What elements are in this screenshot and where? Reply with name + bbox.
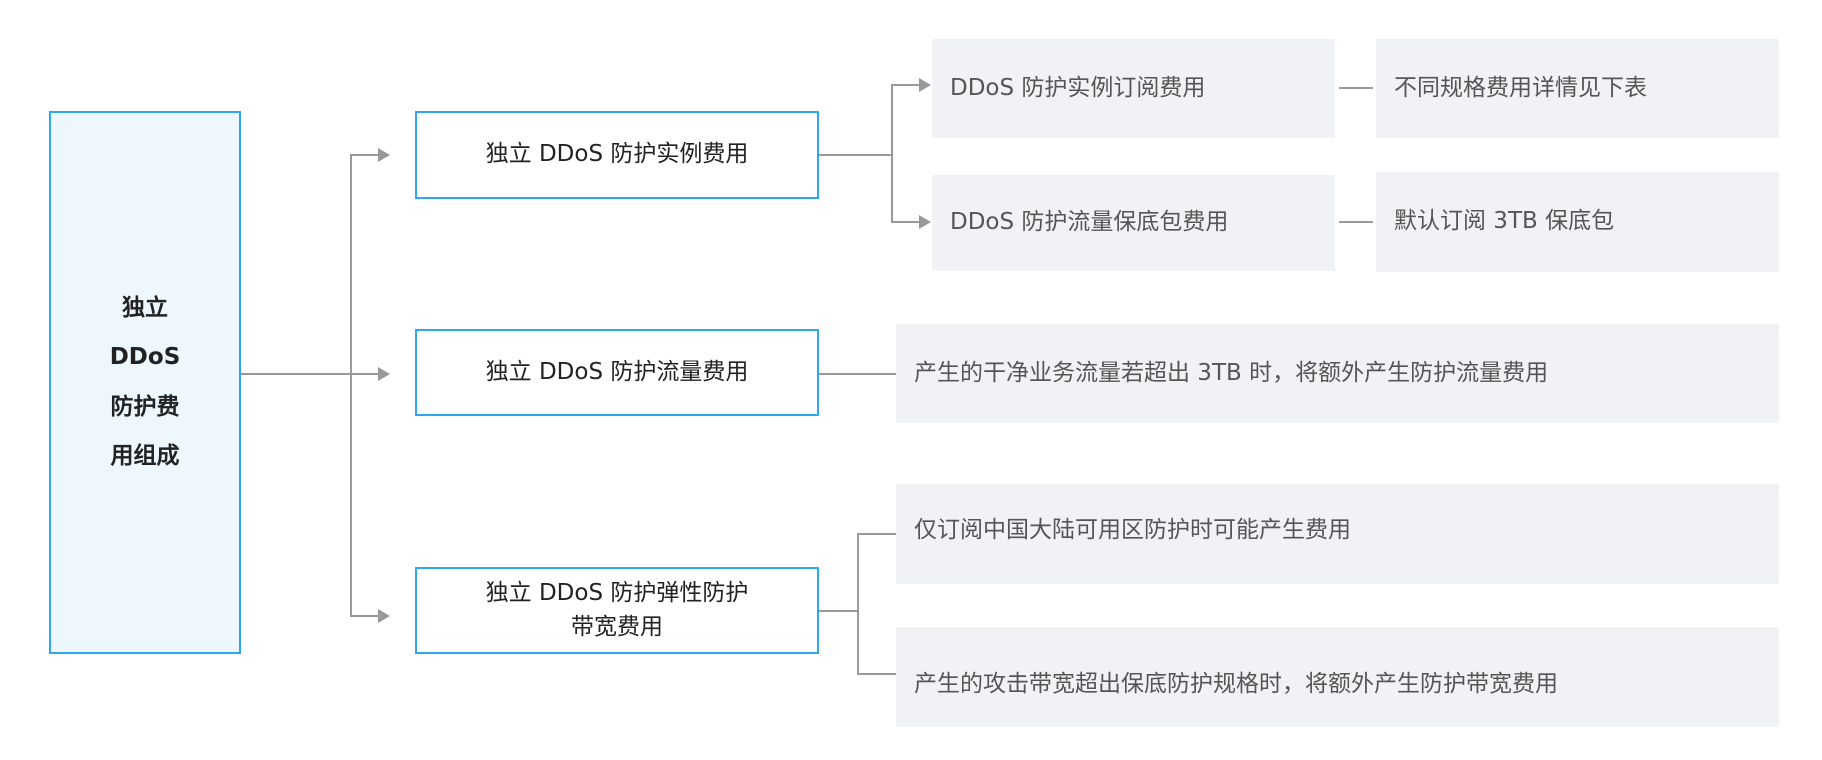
connector bbox=[891, 84, 921, 86]
connector bbox=[819, 610, 859, 612]
node-label: DDoS 防护流量保底包费用 bbox=[950, 209, 1229, 236]
node-label-line1: 独立 DDoS 防护弹性防护 bbox=[485, 580, 749, 607]
node-label: 独立 DDoS 防护流量费用 bbox=[485, 358, 749, 385]
connector bbox=[891, 221, 921, 223]
bandwidth-note-region: 仅订阅中国大陆可用区防护时可能产生费用 bbox=[896, 484, 1779, 584]
connector bbox=[1339, 221, 1373, 223]
connector-trunk bbox=[350, 155, 352, 617]
node-instance-fee: 独立 DDoS 防护实例费用 bbox=[415, 111, 819, 199]
traffic-package-note: 默认订阅 3TB 保底包 bbox=[1376, 172, 1779, 272]
root-node: 独立 DDoS 防护费 用组成 bbox=[49, 111, 241, 654]
connector bbox=[1339, 87, 1373, 89]
note-text: 不同规格费用详情见下表 bbox=[1394, 74, 1647, 101]
note-text: 产生的干净业务流量若超出 3TB 时，将额外产生防护流量费用 bbox=[914, 359, 1549, 386]
connector bbox=[350, 154, 380, 156]
note-text: 仅订阅中国大陆可用区防护时可能产生费用 bbox=[914, 517, 1351, 543]
note-text: 产生的攻击带宽超出保底防护规格时，将额外产生防护带宽费用 bbox=[914, 671, 1558, 698]
root-line: DDoS bbox=[109, 344, 181, 371]
connector bbox=[241, 373, 351, 375]
note-text: 默认订阅 3TB 保底包 bbox=[1394, 208, 1615, 235]
arrow-icon bbox=[378, 367, 390, 381]
connector bbox=[819, 373, 896, 375]
arrow-icon bbox=[378, 609, 390, 623]
arrow-icon bbox=[919, 78, 931, 92]
traffic-package-fee: DDoS 防护流量保底包费用 bbox=[932, 175, 1335, 271]
connector bbox=[857, 533, 896, 535]
node-traffic-fee: 独立 DDoS 防护流量费用 bbox=[415, 329, 819, 416]
connector bbox=[350, 615, 380, 617]
connector bbox=[819, 154, 892, 156]
root-line: 独立 bbox=[122, 294, 168, 321]
connector bbox=[891, 85, 893, 223]
bandwidth-note-overage: 产生的攻击带宽超出保底防护规格时，将额外产生防护带宽费用 bbox=[896, 627, 1779, 727]
instance-subscription-fee: DDoS 防护实例订阅费用 bbox=[932, 39, 1335, 138]
connector bbox=[857, 534, 859, 675]
traffic-fee-note: 产生的干净业务流量若超出 3TB 时，将额外产生防护流量费用 bbox=[896, 324, 1779, 423]
node-label: 独立 DDoS 防护实例费用 bbox=[485, 141, 749, 168]
node-label: DDoS 防护实例订阅费用 bbox=[950, 74, 1206, 101]
root-line: 防护费 bbox=[110, 393, 180, 420]
arrow-icon bbox=[378, 148, 390, 162]
instance-subscription-note: 不同规格费用详情见下表 bbox=[1376, 39, 1779, 138]
root-line: 用组成 bbox=[110, 442, 180, 469]
connector bbox=[857, 673, 896, 675]
node-bandwidth-fee: 独立 DDoS 防护弹性防护 带宽费用 bbox=[415, 567, 819, 654]
node-label-line2: 带宽费用 bbox=[571, 613, 663, 640]
connector bbox=[350, 373, 380, 375]
arrow-icon bbox=[919, 215, 931, 229]
